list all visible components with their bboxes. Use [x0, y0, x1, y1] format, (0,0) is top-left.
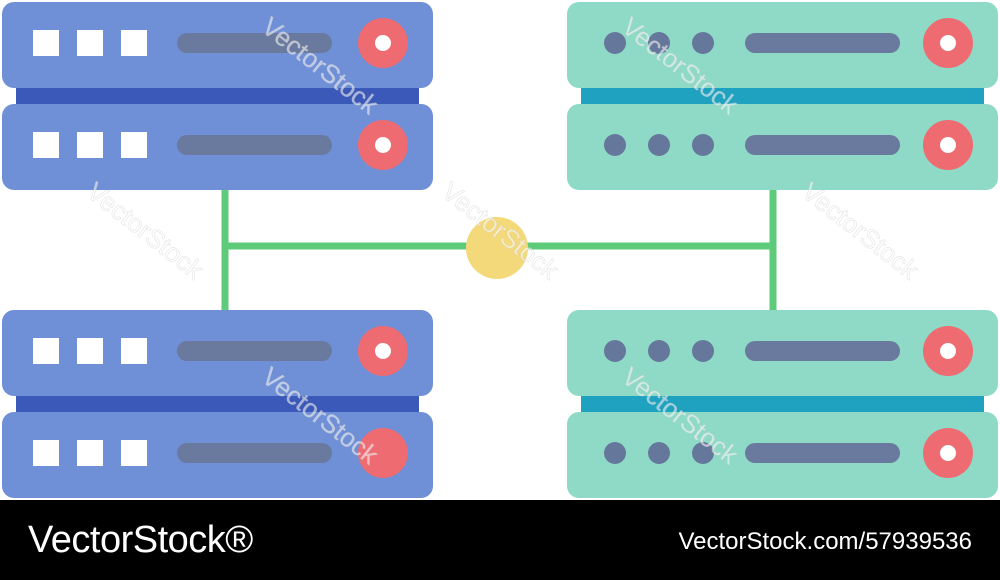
status-light-dot — [604, 340, 626, 362]
power-button-center — [940, 35, 956, 51]
power-button-center — [375, 137, 391, 153]
server-unit — [2, 2, 433, 88]
status-light-square — [33, 30, 59, 56]
server-teal-top — [567, 2, 998, 190]
status-light-dot — [648, 340, 670, 362]
status-light-dot — [604, 442, 626, 464]
status-light-square — [33, 338, 59, 364]
status-light-square — [77, 30, 103, 56]
drive-indicator-bar — [745, 341, 900, 361]
status-light-square — [121, 30, 147, 56]
status-light-square — [121, 132, 147, 158]
status-light-square — [77, 440, 103, 466]
footer-bar: VectorStock® VectorStock.com/57939536 — [0, 500, 1000, 580]
status-light-square — [33, 440, 59, 466]
server-unit — [567, 104, 998, 190]
server-unit — [2, 310, 433, 396]
status-light-square — [77, 338, 103, 364]
watermark-text: VectorStock — [81, 176, 210, 286]
status-light-square — [77, 132, 103, 158]
drive-indicator-bar — [177, 33, 332, 53]
power-button-center — [940, 445, 956, 461]
server-racks — [2, 2, 998, 498]
drive-indicator-bar — [177, 443, 332, 463]
status-light-dot — [692, 442, 714, 464]
status-light-square — [33, 132, 59, 158]
server-unit — [567, 2, 998, 88]
status-light-dot — [648, 134, 670, 156]
status-light-dot — [692, 134, 714, 156]
status-light-square — [121, 338, 147, 364]
status-light-dot — [692, 32, 714, 54]
drive-indicator-bar — [745, 33, 900, 53]
server-blue-top — [2, 2, 433, 190]
watermark-text: VectorStock — [796, 176, 925, 286]
drive-indicator-bar — [177, 135, 332, 155]
network-hub-node — [466, 217, 528, 279]
status-light-square — [121, 440, 147, 466]
drive-indicator-bar — [177, 341, 332, 361]
status-light-dot — [604, 32, 626, 54]
drive-indicator-bar — [745, 135, 900, 155]
status-light-dot — [648, 32, 670, 54]
stock-id: VectorStock.com/57939536 — [678, 528, 972, 555]
server-unit — [2, 104, 433, 190]
network-hub-layer — [466, 217, 528, 279]
status-light-dot — [648, 442, 670, 464]
power-button-center — [375, 343, 391, 359]
brand-logo: VectorStock® — [28, 519, 253, 561]
status-light-dot — [692, 340, 714, 362]
power-button-center — [375, 35, 391, 51]
server-blue-bottom — [2, 310, 433, 498]
power-button-icon — [358, 428, 408, 478]
power-button-center — [940, 137, 956, 153]
drive-indicator-bar — [745, 443, 900, 463]
power-button-center — [940, 343, 956, 359]
server-unit — [567, 412, 998, 498]
server-teal-bottom — [567, 310, 998, 498]
status-light-dot — [604, 134, 626, 156]
server-unit — [2, 412, 433, 498]
server-unit — [567, 310, 998, 396]
